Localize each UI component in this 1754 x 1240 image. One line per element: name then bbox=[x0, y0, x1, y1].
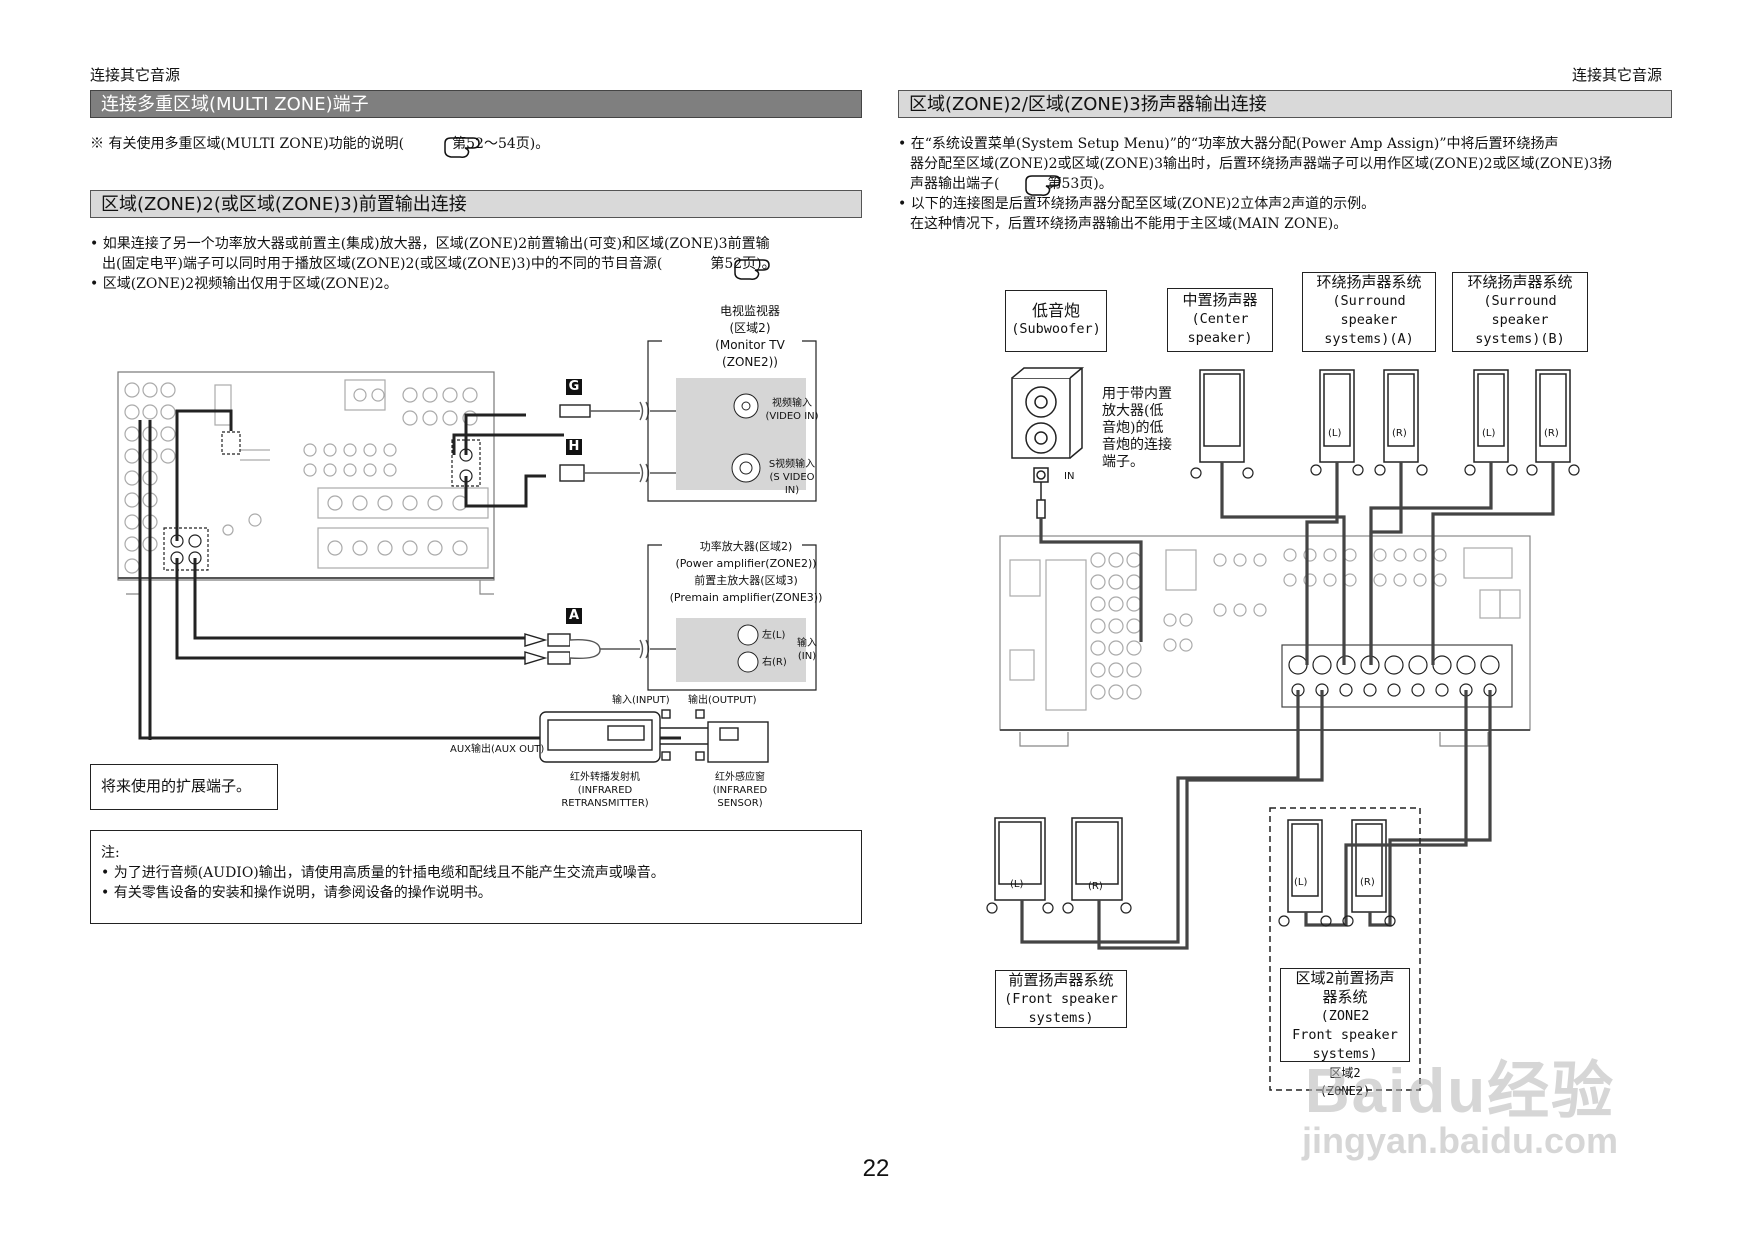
watermark-logo: Baidu经验 bbox=[1304, 1057, 1616, 1126]
amp-input-label: 输入(IN) bbox=[797, 638, 817, 662]
surround-a-r-label: (R) bbox=[1392, 428, 1407, 439]
pointer-hand-icon bbox=[444, 137, 1061, 280]
amp-title: 功率放大器(区域2)(Power amplifier(ZONE2))前置主放大器… bbox=[669, 540, 823, 604]
right-bullets: • 在“系统设置菜单(System Setup Menu)”的“功率放大器分配(… bbox=[898, 134, 1678, 234]
aux-out-label: AUX输出(AUX OUT) bbox=[450, 744, 545, 755]
surround-b-l-label: (L) bbox=[1482, 428, 1496, 439]
ref-note-text: ※ 有关使用多重区域(MULTI ZONE)功能的说明( bbox=[90, 136, 405, 152]
watermark-url: jingyan.baidu.com bbox=[1301, 1120, 1619, 1161]
front-r-label: (R) bbox=[1088, 881, 1103, 892]
front-l-label: (L) bbox=[1010, 879, 1024, 890]
ref-note-pages: 第52～54页)。 bbox=[452, 136, 550, 152]
left-bullets: • 如果连接了另一个功率放大器或前置主(集成)放大器，区域(ZONE)2前置输出… bbox=[90, 234, 870, 294]
badge-h: H bbox=[568, 439, 580, 454]
power-amp-box bbox=[647, 544, 817, 691]
right-bullet-1b: 器分配至区域(ZONE)2或区域(ZONE)3输出时，后置环绕扬声器端子可以用作… bbox=[910, 156, 1613, 172]
right-bullet-1c: 声器输出端子(第53页)。 bbox=[910, 176, 1113, 192]
ir-devices bbox=[539, 709, 769, 763]
notes-box: 注: • 为了进行音频(AUDIO)输出，请使用高质量的针插电缆和配线且不能产生… bbox=[90, 830, 862, 924]
badge-g: G bbox=[568, 379, 580, 394]
monitor-tv-box bbox=[647, 340, 817, 502]
note-2: • 有关零售设备的安装和操作说明，请参阅设备的操作说明书。 bbox=[101, 885, 492, 901]
speakers bbox=[994, 369, 1571, 913]
sensor-label: 红外感应窗(INFRARED SENSOR) bbox=[712, 772, 768, 809]
left-cables bbox=[138, 409, 681, 740]
amp-right-label: 右(R) bbox=[762, 657, 787, 668]
right-cables bbox=[1020, 462, 1555, 950]
retransmitter-label: 红外转播发射机(INFRARED RETRANSMITTER) bbox=[561, 772, 649, 809]
badge-a: A bbox=[568, 608, 580, 623]
left-receiver-panel bbox=[117, 371, 495, 595]
left-section-header: 连接其它音源 bbox=[90, 66, 181, 84]
input-label: 输入(INPUT) bbox=[612, 695, 670, 706]
subwoofer-note: 用于带内置放大器(低音炮)的低音炮的连接端子。 bbox=[1102, 386, 1172, 470]
subwoofer-in-label: IN bbox=[1064, 471, 1075, 482]
surround-a-l-label: (L) bbox=[1328, 428, 1342, 439]
left-ref-note: ※ 有关使用多重区域(MULTI ZONE)功能的说明( 第52～54页)。 bbox=[90, 134, 549, 154]
left-bullet-1: • 如果连接了另一个功率放大器或前置主(集成)放大器，区域(ZONE)2前置输出… bbox=[90, 236, 770, 252]
future-terminal-box: 将来使用的扩展端子。 bbox=[90, 764, 278, 810]
subwoofer-box: 低音炮(Subwoofer) bbox=[1005, 290, 1107, 352]
svideo-in-label: S视频输入(S VIDEO IN) bbox=[768, 459, 816, 496]
right-section-header: 连接其它音源 bbox=[1572, 66, 1663, 84]
note-1: • 为了进行音频(AUDIO)输出，请使用高质量的针插电缆和配线且不能产生交流声… bbox=[101, 865, 665, 881]
left-sub-bar: 区域(ZONE)2(或区域(ZONE)3)前置输出连接 bbox=[90, 190, 862, 218]
right-receiver-panel bbox=[999, 535, 1531, 747]
left-title-bar: 连接多重区域(MULTI ZONE)端子 bbox=[90, 90, 862, 118]
left-bullet-1b: 出(固定电平)端子可以同时用于播放区域(ZONE)2(或区域(ZONE)3)中的… bbox=[102, 256, 776, 272]
zone2-r-label: (R) bbox=[1360, 877, 1375, 888]
zone2-tag: 区域2(ZONE2) bbox=[1319, 1066, 1371, 1098]
amp-left-label: 左(L) bbox=[762, 630, 786, 641]
video-in-label: 视频输入(VIDEO IN) bbox=[765, 398, 819, 422]
polarity-marks bbox=[986, 464, 1580, 927]
right-bullet-1a: • 在“系统设置菜单(System Setup Menu)”的“功率放大器分配(… bbox=[898, 136, 1559, 152]
zone2-l-label: (L) bbox=[1294, 877, 1308, 888]
notes-title: 注: bbox=[101, 845, 120, 861]
output-label: 输出(OUTPUT) bbox=[688, 695, 757, 706]
zone2-dashed-frame bbox=[1269, 807, 1421, 1091]
right-bullet-2b: 在这种情况下，后置环绕扬声器输出不能用于主区域(MAIN ZONE)。 bbox=[910, 216, 1348, 232]
monitor-title: 电视监视器(区域2)(Monitor TV(ZONE2)) bbox=[715, 304, 785, 369]
subwoofer-drawing bbox=[1011, 367, 1085, 519]
right-title-bar: 区域(ZONE)2/区域(ZONE)3扬声器输出连接 bbox=[898, 90, 1672, 118]
badges bbox=[566, 379, 582, 624]
page-number: 22 bbox=[862, 1155, 890, 1182]
right-bullet-2a: • 以下的连接图是后置环绕扬声器分配至区域(ZONE)2立体声2声道的示例。 bbox=[898, 196, 1376, 212]
surround-b-r-label: (R) bbox=[1544, 428, 1559, 439]
left-bullet-2: • 区域(ZONE)2视频输出仅用于区域(ZONE)2。 bbox=[90, 276, 398, 292]
